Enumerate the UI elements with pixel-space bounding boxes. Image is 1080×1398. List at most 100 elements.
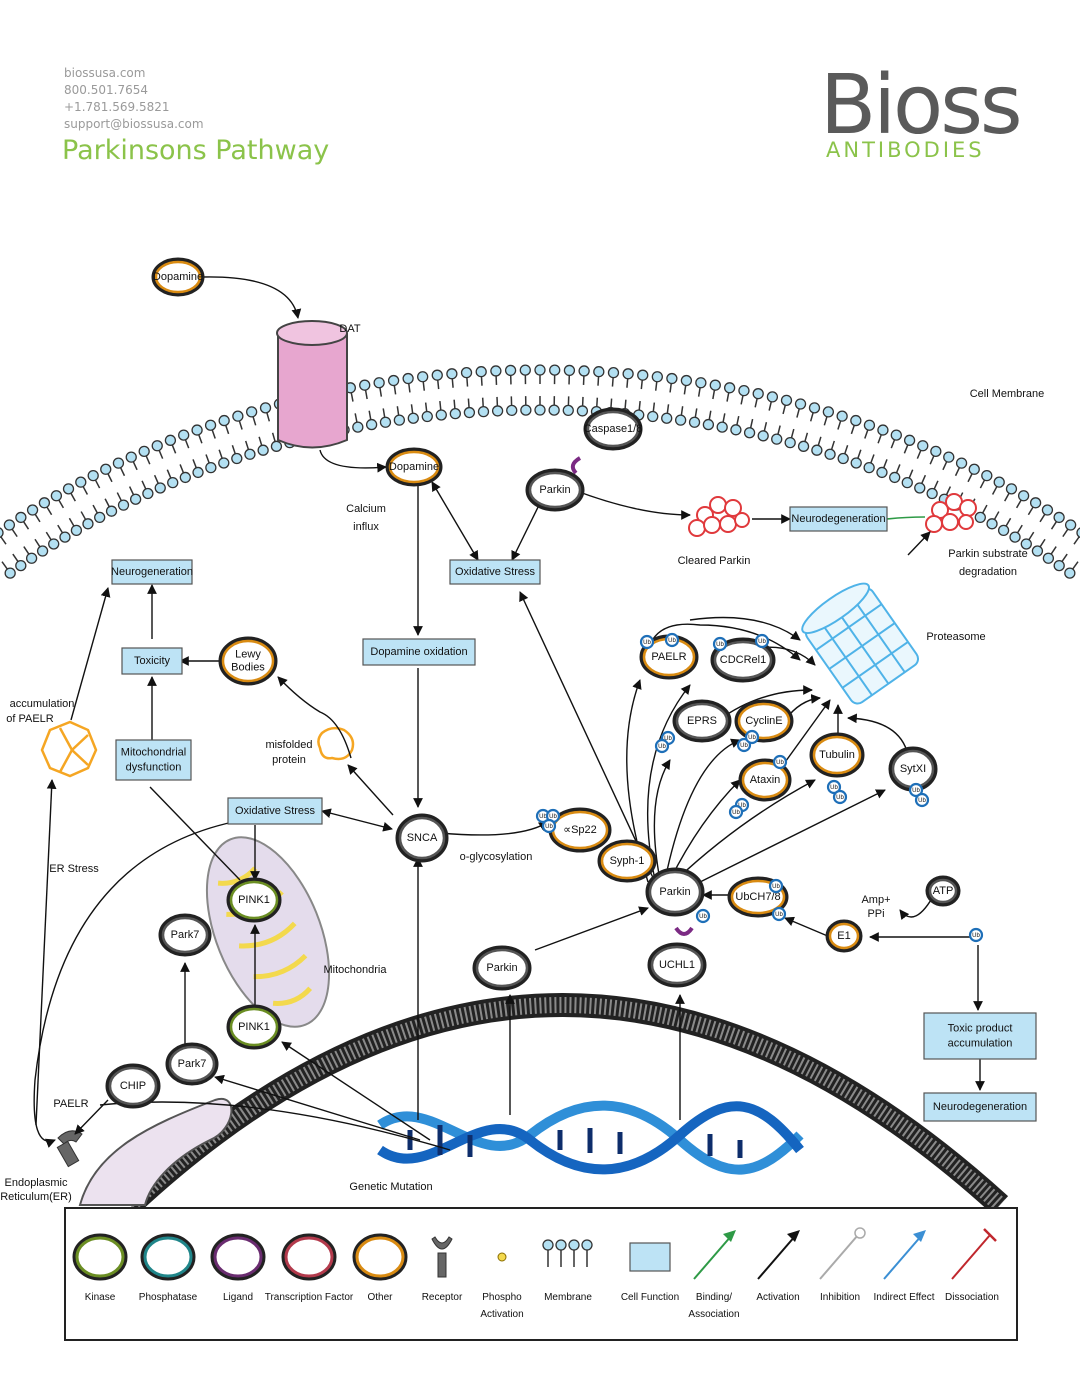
lipid-head bbox=[59, 531, 71, 543]
dna-helix-icon bbox=[377, 1100, 804, 1175]
lipid-head bbox=[993, 476, 1005, 488]
function-neurodegeneration-top: Neurodegeneration bbox=[789, 506, 888, 532]
lipid-tail bbox=[481, 397, 485, 408]
lipid-head bbox=[702, 418, 715, 431]
ubiquitin-label: Ub bbox=[539, 814, 547, 820]
lipid-tail bbox=[1, 561, 9, 571]
lipid-tail bbox=[1004, 517, 1012, 528]
lipid-head bbox=[36, 545, 49, 557]
lipid-tail bbox=[451, 377, 454, 388]
lipid-head bbox=[490, 365, 502, 377]
lipid-tail bbox=[231, 445, 237, 455]
legend-label: Activation bbox=[756, 1292, 799, 1303]
lipid-tail bbox=[666, 404, 670, 415]
lipid-head bbox=[417, 371, 429, 383]
lipid-head bbox=[3, 519, 16, 531]
dat-transporter bbox=[276, 320, 348, 449]
node-dopamine-in: Dopamine bbox=[385, 447, 443, 487]
lipid-tail bbox=[197, 433, 203, 444]
ubiquitin-label: Ub bbox=[758, 639, 766, 645]
node-label: Tubulin bbox=[819, 749, 855, 761]
genetic-mutation-label: Genetic Mutation bbox=[349, 1181, 432, 1193]
legend-label: Kinase bbox=[85, 1292, 116, 1303]
lipid-head bbox=[435, 409, 447, 421]
lipid-tail bbox=[708, 410, 712, 421]
legend-label: Cell Function bbox=[621, 1292, 679, 1303]
lipid-head bbox=[637, 369, 649, 381]
lipid-head bbox=[100, 463, 112, 475]
lipid-head bbox=[204, 419, 217, 431]
node-label: ATP bbox=[933, 885, 954, 897]
lipid-tail bbox=[1027, 531, 1035, 541]
node-label: CHIP bbox=[120, 1080, 146, 1092]
lipid-tail bbox=[843, 445, 849, 455]
lipid-tail bbox=[837, 419, 842, 430]
function-label: Neurodegeneration bbox=[791, 513, 885, 525]
binding-edge-neurodegeneration-substrate bbox=[886, 516, 926, 520]
lipid-head bbox=[477, 405, 490, 418]
lipid-head bbox=[431, 369, 443, 381]
lipid-tail bbox=[1038, 538, 1046, 549]
lipid-tail bbox=[830, 440, 836, 451]
ubiquitin-marker: Ub bbox=[541, 818, 557, 834]
lipid-tail bbox=[106, 472, 113, 483]
node-park7-b: Park7 bbox=[165, 1042, 219, 1086]
legend-label: Binding/ bbox=[696, 1292, 732, 1303]
lipid-head bbox=[822, 406, 835, 418]
proteasome-label: Proteasome bbox=[926, 631, 985, 643]
lipid-tail bbox=[945, 486, 952, 496]
lipid-tail bbox=[57, 498, 65, 509]
lipid-head bbox=[191, 424, 203, 436]
node-parkin-top: Parkin bbox=[525, 468, 585, 512]
lipid-tail bbox=[981, 504, 988, 515]
lipid-head bbox=[730, 424, 742, 436]
lipid-head bbox=[504, 364, 517, 377]
lipid-tail bbox=[132, 460, 138, 471]
lipid-tail bbox=[45, 505, 53, 516]
ubiquitin-marker: Ub bbox=[744, 729, 760, 745]
legend-box bbox=[64, 1207, 1018, 1341]
lipid-tail bbox=[379, 386, 383, 397]
cleared-parkin-cluster bbox=[688, 496, 750, 537]
influx-label: influx bbox=[353, 521, 379, 533]
legend-label: Transcription Factor bbox=[265, 1292, 354, 1303]
lipid-tail bbox=[80, 511, 87, 521]
lipid-tail bbox=[991, 485, 998, 495]
contact-email: support@biossusa.com bbox=[64, 117, 204, 131]
lipid-head bbox=[955, 457, 968, 469]
function-neurodegeneration-left: Neurogeneration bbox=[111, 559, 193, 585]
lipid-tail bbox=[1073, 535, 1080, 545]
lipid-tail bbox=[166, 469, 172, 480]
node-label: EPRS bbox=[687, 715, 717, 727]
lipid-tail bbox=[393, 384, 397, 395]
amp-label: Amp+ bbox=[861, 894, 890, 906]
node-uchl1: UCHL1 bbox=[647, 942, 707, 988]
lipid-tail bbox=[754, 397, 759, 408]
lipid-head bbox=[811, 444, 823, 456]
lipid-head bbox=[930, 445, 942, 457]
lipid-tail bbox=[722, 413, 726, 424]
lipid-tail bbox=[850, 424, 856, 435]
lipid-tail bbox=[128, 486, 135, 496]
ubiquitin-label: Ub bbox=[740, 743, 748, 749]
lipid-head bbox=[986, 518, 998, 530]
ubiquitin-label: Ub bbox=[643, 640, 651, 646]
lipid-tail bbox=[224, 424, 230, 435]
lipid-head bbox=[245, 406, 258, 418]
lipid-tail bbox=[768, 400, 773, 411]
lipid-head bbox=[192, 466, 204, 479]
node-snca: SNCA bbox=[395, 813, 449, 863]
lipid-tail bbox=[869, 454, 875, 465]
lipid-head bbox=[231, 452, 243, 465]
function-label: Toxicity bbox=[134, 655, 171, 667]
lipid-head bbox=[15, 559, 27, 572]
lipid-head bbox=[549, 364, 561, 376]
ubiquitin-label: Ub bbox=[699, 914, 707, 920]
lipid-tail bbox=[466, 376, 469, 387]
lipid-tail bbox=[382, 408, 386, 419]
function-dopamine-oxidation: Dopamine oxidation bbox=[362, 638, 476, 666]
lipid-tail bbox=[258, 436, 263, 447]
